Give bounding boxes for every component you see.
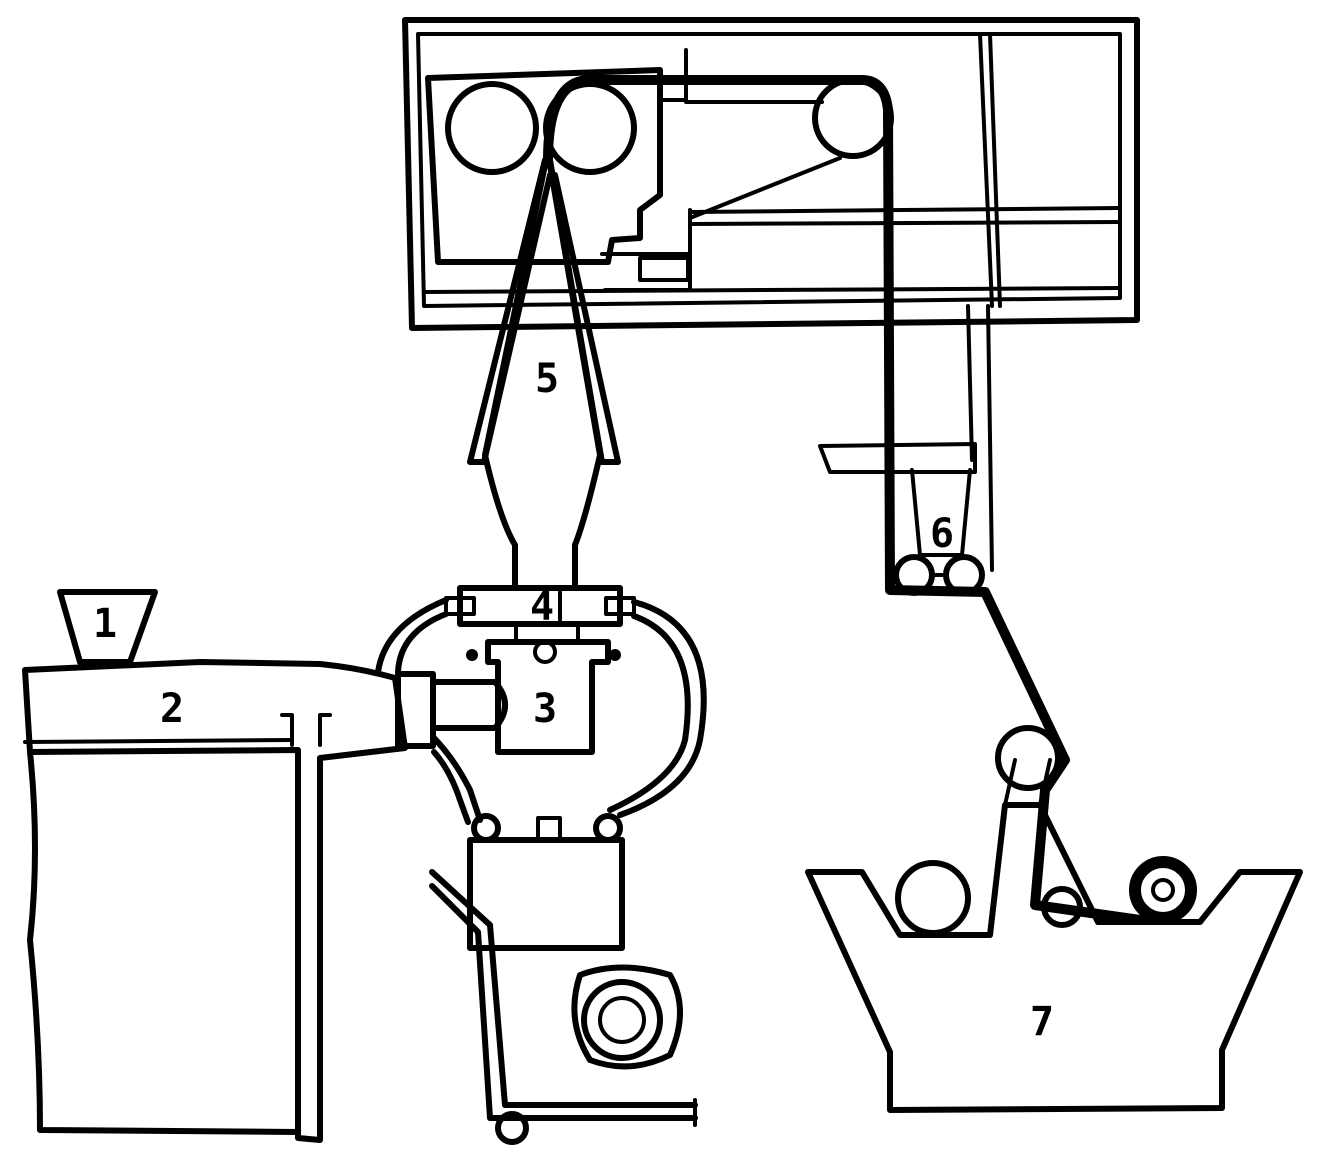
air-ducts [375,597,707,825]
haul-off-frame [402,17,1140,331]
label-winder: 7 [1030,999,1054,1045]
label-hopper: 1 [93,601,117,647]
nip-rollers [445,77,894,175]
adapter-flange [395,671,508,749]
label-collapsing-frame: 5 [535,356,559,402]
label-die-head: 3 [533,686,557,732]
extruder [22,659,408,1143]
guide-roller-unit [818,304,994,596]
label-extruder: 2 [160,686,184,732]
winder [805,725,1303,1113]
label-air-ring: 4 [530,584,554,630]
hopper [57,589,158,665]
blower-unit [429,813,698,1145]
film-bubble [482,162,603,588]
air-ring [444,585,636,627]
label-guide-rollers: 6 [930,511,954,557]
film-web [543,75,1145,925]
die-head [466,623,621,755]
